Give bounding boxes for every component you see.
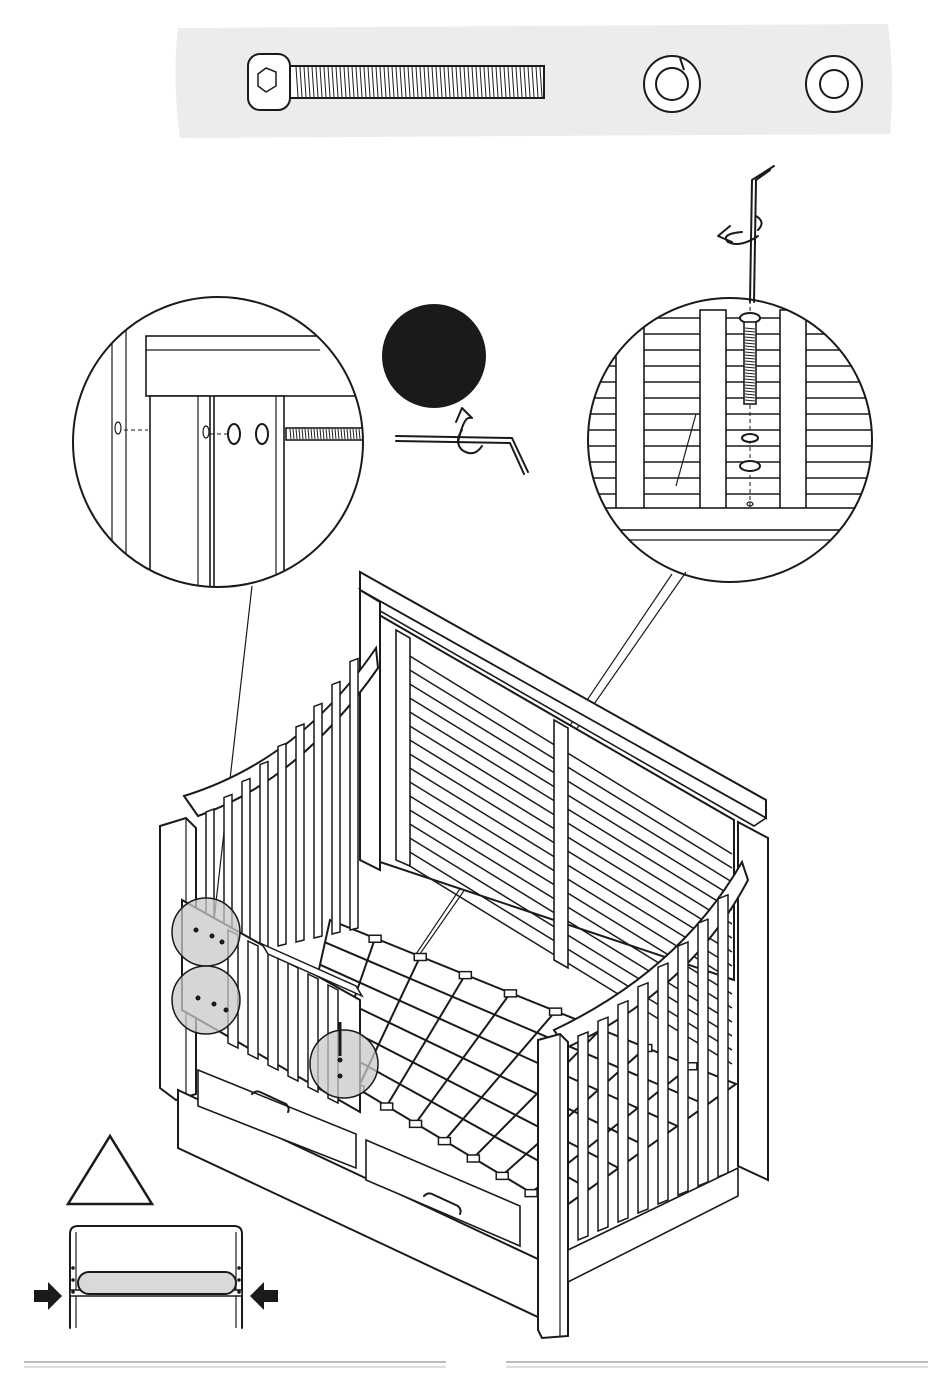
allen-key-icon	[396, 436, 528, 474]
crib-slat	[242, 779, 250, 954]
spring-clip	[410, 1120, 422, 1127]
mattress-fit-inset	[34, 1226, 278, 1328]
crib-slat	[638, 983, 648, 1213]
bolt-location-highlight	[310, 1030, 378, 1098]
rotate-arrow-icon	[456, 408, 482, 453]
bolt-location-highlight	[172, 966, 240, 1034]
lock-washer-icon	[644, 56, 700, 112]
crib-slat	[658, 963, 668, 1204]
bolt-location-highlight	[172, 898, 240, 966]
spring-clip	[414, 953, 426, 960]
spring-clip	[496, 1172, 508, 1179]
crib-slat	[718, 895, 728, 1177]
press-arrow-icon	[34, 1282, 62, 1310]
lock-washer-detail-icon	[228, 424, 240, 444]
warning-triangle-icon	[68, 1136, 152, 1204]
spring-clip	[369, 935, 381, 942]
spring-clip	[504, 990, 516, 997]
crib-slat	[678, 942, 688, 1195]
crib-illustration	[160, 572, 768, 1338]
flat-washer-icon	[806, 56, 862, 112]
crib-slat	[578, 1032, 588, 1240]
footer-rule-left	[24, 1362, 446, 1367]
spring-clip	[459, 972, 471, 979]
spring-clip	[467, 1155, 479, 1162]
bolt-thread	[365, 429, 366, 439]
detail-circle-left	[60, 290, 406, 606]
press-arrow-icon	[250, 1282, 278, 1310]
allen-key-top-icon	[750, 166, 774, 302]
crib-slat	[260, 762, 268, 950]
spring-clip	[525, 1190, 537, 1197]
crib-slat	[278, 743, 286, 946]
crib-slat	[598, 1017, 608, 1231]
spring-clip	[381, 1103, 393, 1110]
crib-slat	[332, 682, 340, 934]
step-badge	[382, 304, 486, 408]
footer-rule-right	[506, 1362, 928, 1367]
mattress-icon	[78, 1272, 236, 1294]
crib-slat	[618, 1001, 628, 1222]
crib-slat	[350, 659, 358, 930]
guard-slat	[268, 952, 278, 1070]
guard-slat	[288, 963, 298, 1081]
guard-slat	[248, 941, 258, 1059]
crib-slat	[314, 703, 322, 938]
crib-slat	[698, 919, 708, 1186]
detail-circle-right	[580, 290, 880, 590]
crib-slat	[296, 724, 304, 942]
spring-clip	[550, 1008, 562, 1015]
flat-washer-detail-icon	[256, 424, 268, 444]
spring-clip	[438, 1138, 450, 1145]
